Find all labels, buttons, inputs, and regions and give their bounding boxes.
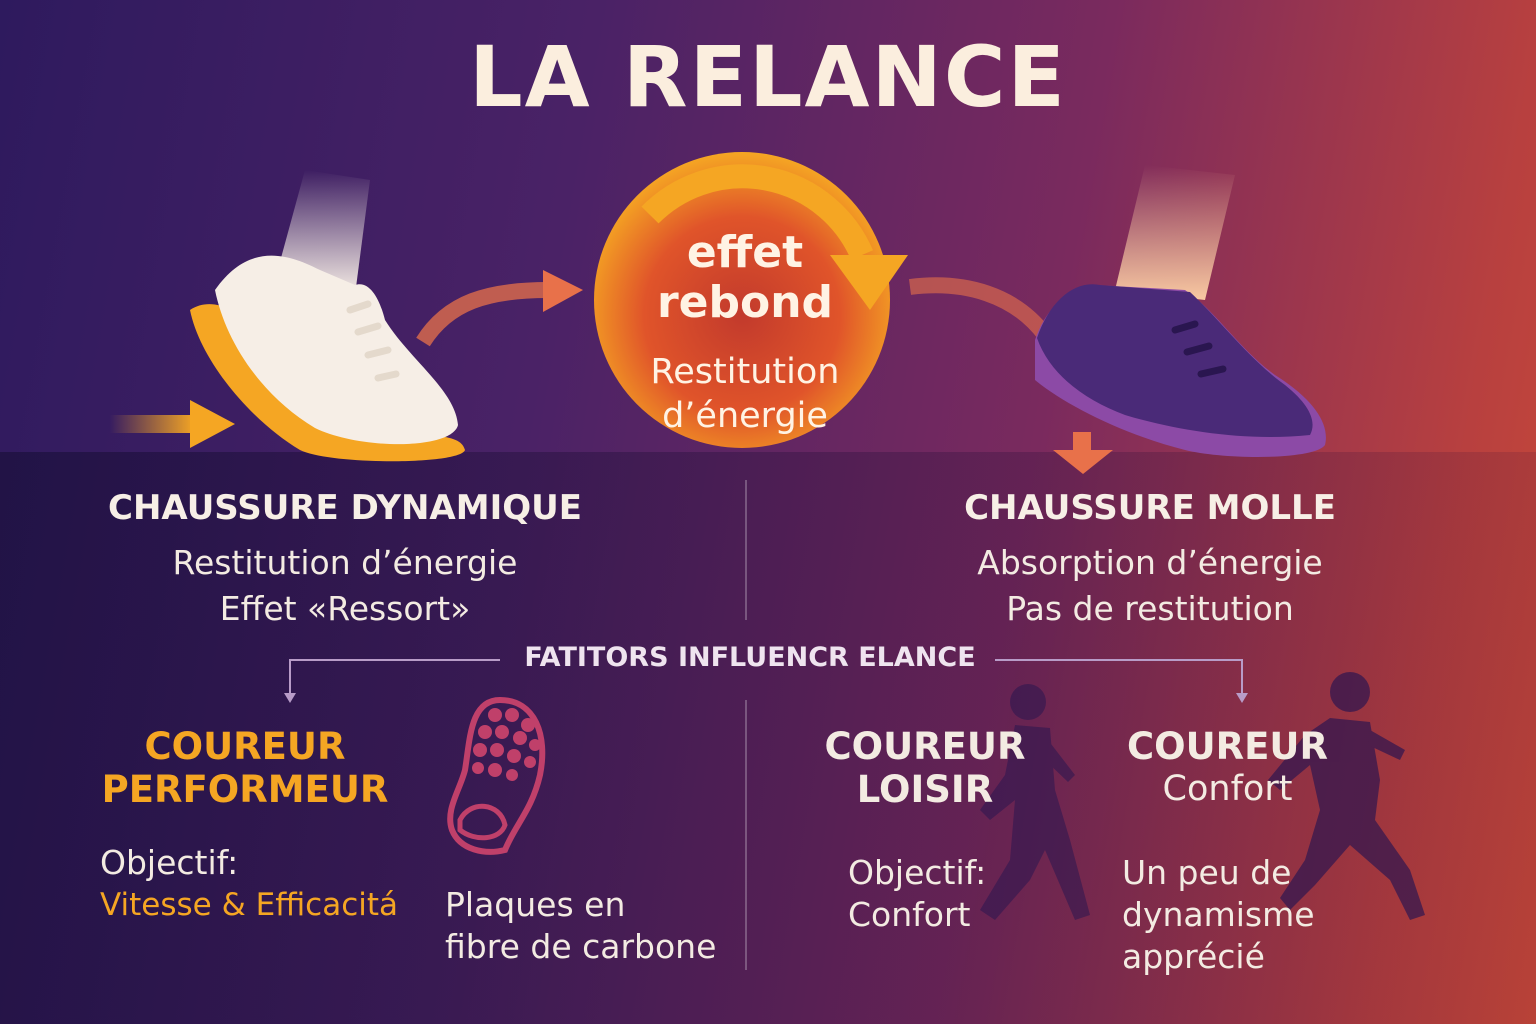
factors-heading: FATITORS INFLUENCR ELANCE: [524, 642, 976, 673]
rebound-line-1: effet: [686, 227, 804, 278]
flow-arrow-to-rebound: [416, 270, 583, 347]
carbon-plate-line-1: Plaques en: [445, 885, 626, 924]
page-title: LA RELANCE: [469, 28, 1067, 126]
performer-goal: Objectif: Vitesse & Efficacitá: [100, 842, 398, 926]
rebound-sub-label: Restitution d’énergie: [600, 350, 890, 438]
confort-heading: COUREUR Confort: [1100, 725, 1355, 810]
dynamic-shoe-line-2: Effet «Ressort»: [219, 589, 471, 628]
flow-arrow-to-soft-shoe: [908, 277, 1052, 340]
soft-shoe-heading: CHAUSSURE MOLLE: [964, 488, 1336, 528]
down-arrow-icon: [1053, 432, 1113, 474]
soft-shoe-block: CHAUSSURE MOLLE Absorption d’énergie Pas…: [900, 488, 1400, 632]
rebound-sub-line-2: d’énergie: [662, 396, 828, 436]
loisir-goal-value: Confort: [848, 895, 971, 934]
confort-line-1: Un peu de: [1122, 853, 1292, 892]
confort-heading-line-2: Confort: [1162, 769, 1293, 809]
lower-panel-background: [0, 452, 1536, 1024]
sole-outline-icon: [447, 696, 546, 855]
performer-heading-line-1: COUREUR: [144, 725, 346, 768]
dynamic-shoe-line-1: Restitution d’énergie: [172, 543, 518, 582]
rebound-cycle-icon: [594, 152, 908, 448]
performer-goal-value: Vitesse & Efficacitá: [100, 887, 399, 923]
performer-goal-label: Objectif:: [100, 843, 239, 882]
rebound-label: effet rebond: [610, 228, 880, 328]
performer-heading-line-2: PERFORMEUR: [101, 768, 389, 811]
loisir-heading-line-2: LOISIR: [856, 768, 994, 811]
dynamic-shoe-heading: CHAUSSURE DYNAMIQUE: [108, 488, 582, 528]
runner-silhouette-icon: [980, 684, 1090, 920]
rebound-sub-line-1: Restitution: [650, 352, 840, 392]
runner-silhouette-icon: [1268, 672, 1425, 920]
soft-shoe-icon: [1035, 165, 1326, 457]
loisir-goal-label: Objectif:: [848, 853, 987, 892]
loisir-goal: Objectif: Confort: [848, 852, 986, 936]
soft-shoe-line-1: Absorption d’énergie: [977, 543, 1323, 582]
confort-line-3: apprécié: [1122, 937, 1265, 976]
loisir-heading: COUREUR LOISIR: [800, 725, 1050, 811]
bottom-divider: [745, 700, 747, 970]
soft-shoe-line-2: Pas de restitution: [1006, 589, 1294, 628]
confort-line-2: dynamisme: [1122, 895, 1315, 934]
confort-description: Un peu de dynamisme apprécié: [1122, 852, 1315, 978]
carbon-plate-line-2: fibre de carbone: [445, 927, 717, 966]
performer-heading: COUREUR PERFORMEUR: [95, 725, 395, 811]
loisir-heading-line-1: COUREUR: [824, 725, 1026, 768]
incoming-arrow-icon: [110, 400, 235, 448]
dynamic-shoe-icon: [190, 170, 465, 462]
confort-heading-line-1: COUREUR: [1127, 725, 1328, 768]
carbon-plate-text: Plaques en fibre de carbone: [445, 884, 716, 968]
dynamic-shoe-block: CHAUSSURE DYNAMIQUE Restitution d’énergi…: [80, 488, 610, 632]
top-divider: [745, 480, 747, 620]
factors-branch-lines: [284, 659, 1248, 703]
rebound-line-2: rebond: [656, 277, 834, 328]
